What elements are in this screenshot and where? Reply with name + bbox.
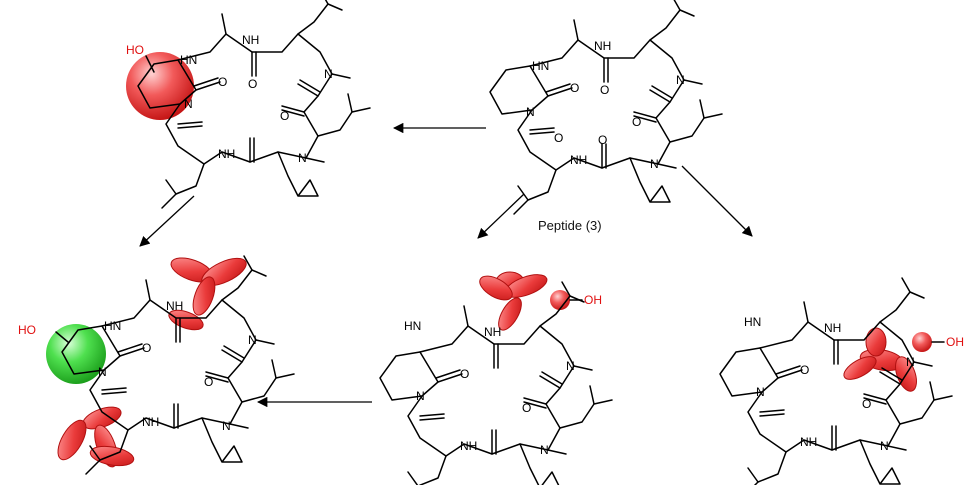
label-o: O: [862, 397, 871, 411]
label-oh: OH: [584, 293, 602, 307]
label-oh: OH: [946, 335, 964, 349]
label-hn: HN: [404, 319, 421, 333]
label-o: O: [522, 401, 531, 415]
product-top-left: HO HN NH N O O O N NH N: [126, 0, 371, 209]
label-n: N: [248, 333, 257, 347]
label-ho: HO: [126, 43, 144, 57]
highlight-lobes-red: [479, 271, 548, 331]
label-nh: NH: [142, 415, 159, 429]
label-n: N: [324, 67, 333, 81]
highlight-sphere-green: [46, 324, 106, 384]
label-nh: NH: [484, 325, 501, 339]
label-nh: NH: [242, 33, 259, 47]
label-n: N: [880, 439, 889, 453]
label-o: O: [280, 109, 289, 123]
label-o: O: [800, 363, 809, 377]
label-nh: NH: [218, 147, 235, 161]
label-n: N: [416, 389, 425, 403]
highlight-sphere-red: [912, 332, 932, 352]
label-nh: NH: [166, 299, 183, 313]
label-nh: NH: [594, 39, 611, 53]
label-nh: NH: [824, 321, 841, 335]
label-o: O: [218, 75, 227, 89]
label-o: O: [248, 77, 257, 91]
arrow-down-left-top: [139, 195, 195, 247]
label-n: N: [906, 355, 915, 369]
peptide-3-structure: HN NH N O O O N O NH O N: [489, 0, 723, 215]
product-bottom-left: HO HN NH N O O N NH N: [18, 255, 295, 475]
label-o: O: [598, 133, 607, 147]
label-n: N: [756, 385, 765, 399]
product-bottom-middle: OH HN NH N O O N NH N: [379, 271, 613, 485]
label-o: O: [460, 367, 469, 381]
label-n: N: [650, 157, 659, 171]
label-o: O: [554, 131, 563, 145]
label-n: N: [298, 151, 307, 165]
label-n: N: [676, 73, 685, 87]
label-o: O: [570, 81, 579, 95]
label-nh: NH: [800, 435, 817, 449]
arrow-down-left-middle: [477, 193, 525, 239]
label-o: O: [204, 375, 213, 389]
label-n: N: [98, 365, 107, 379]
highlight-sphere-red: [550, 290, 570, 310]
label-n: N: [184, 97, 193, 111]
label-hn: HN: [532, 59, 549, 73]
label-hn: HN: [180, 53, 197, 67]
arrow-down-right: [681, 165, 753, 237]
label-ho: HO: [18, 323, 36, 337]
peptide-caption: Peptide (3): [538, 218, 602, 233]
label-n: N: [540, 443, 549, 457]
label-nh: NH: [570, 153, 587, 167]
label-n: N: [526, 105, 535, 119]
product-bottom-right: OH HN NH N O O N NH N: [719, 277, 964, 485]
highlight-sphere-red: [126, 52, 194, 120]
label-n: N: [566, 359, 575, 373]
label-nh: NH: [460, 439, 477, 453]
label-o: O: [600, 83, 609, 97]
label-n: N: [222, 419, 231, 433]
label-o: O: [632, 115, 641, 129]
label-o: O: [142, 341, 151, 355]
label-hn: HN: [104, 319, 121, 333]
label-hn: HN: [744, 315, 761, 329]
